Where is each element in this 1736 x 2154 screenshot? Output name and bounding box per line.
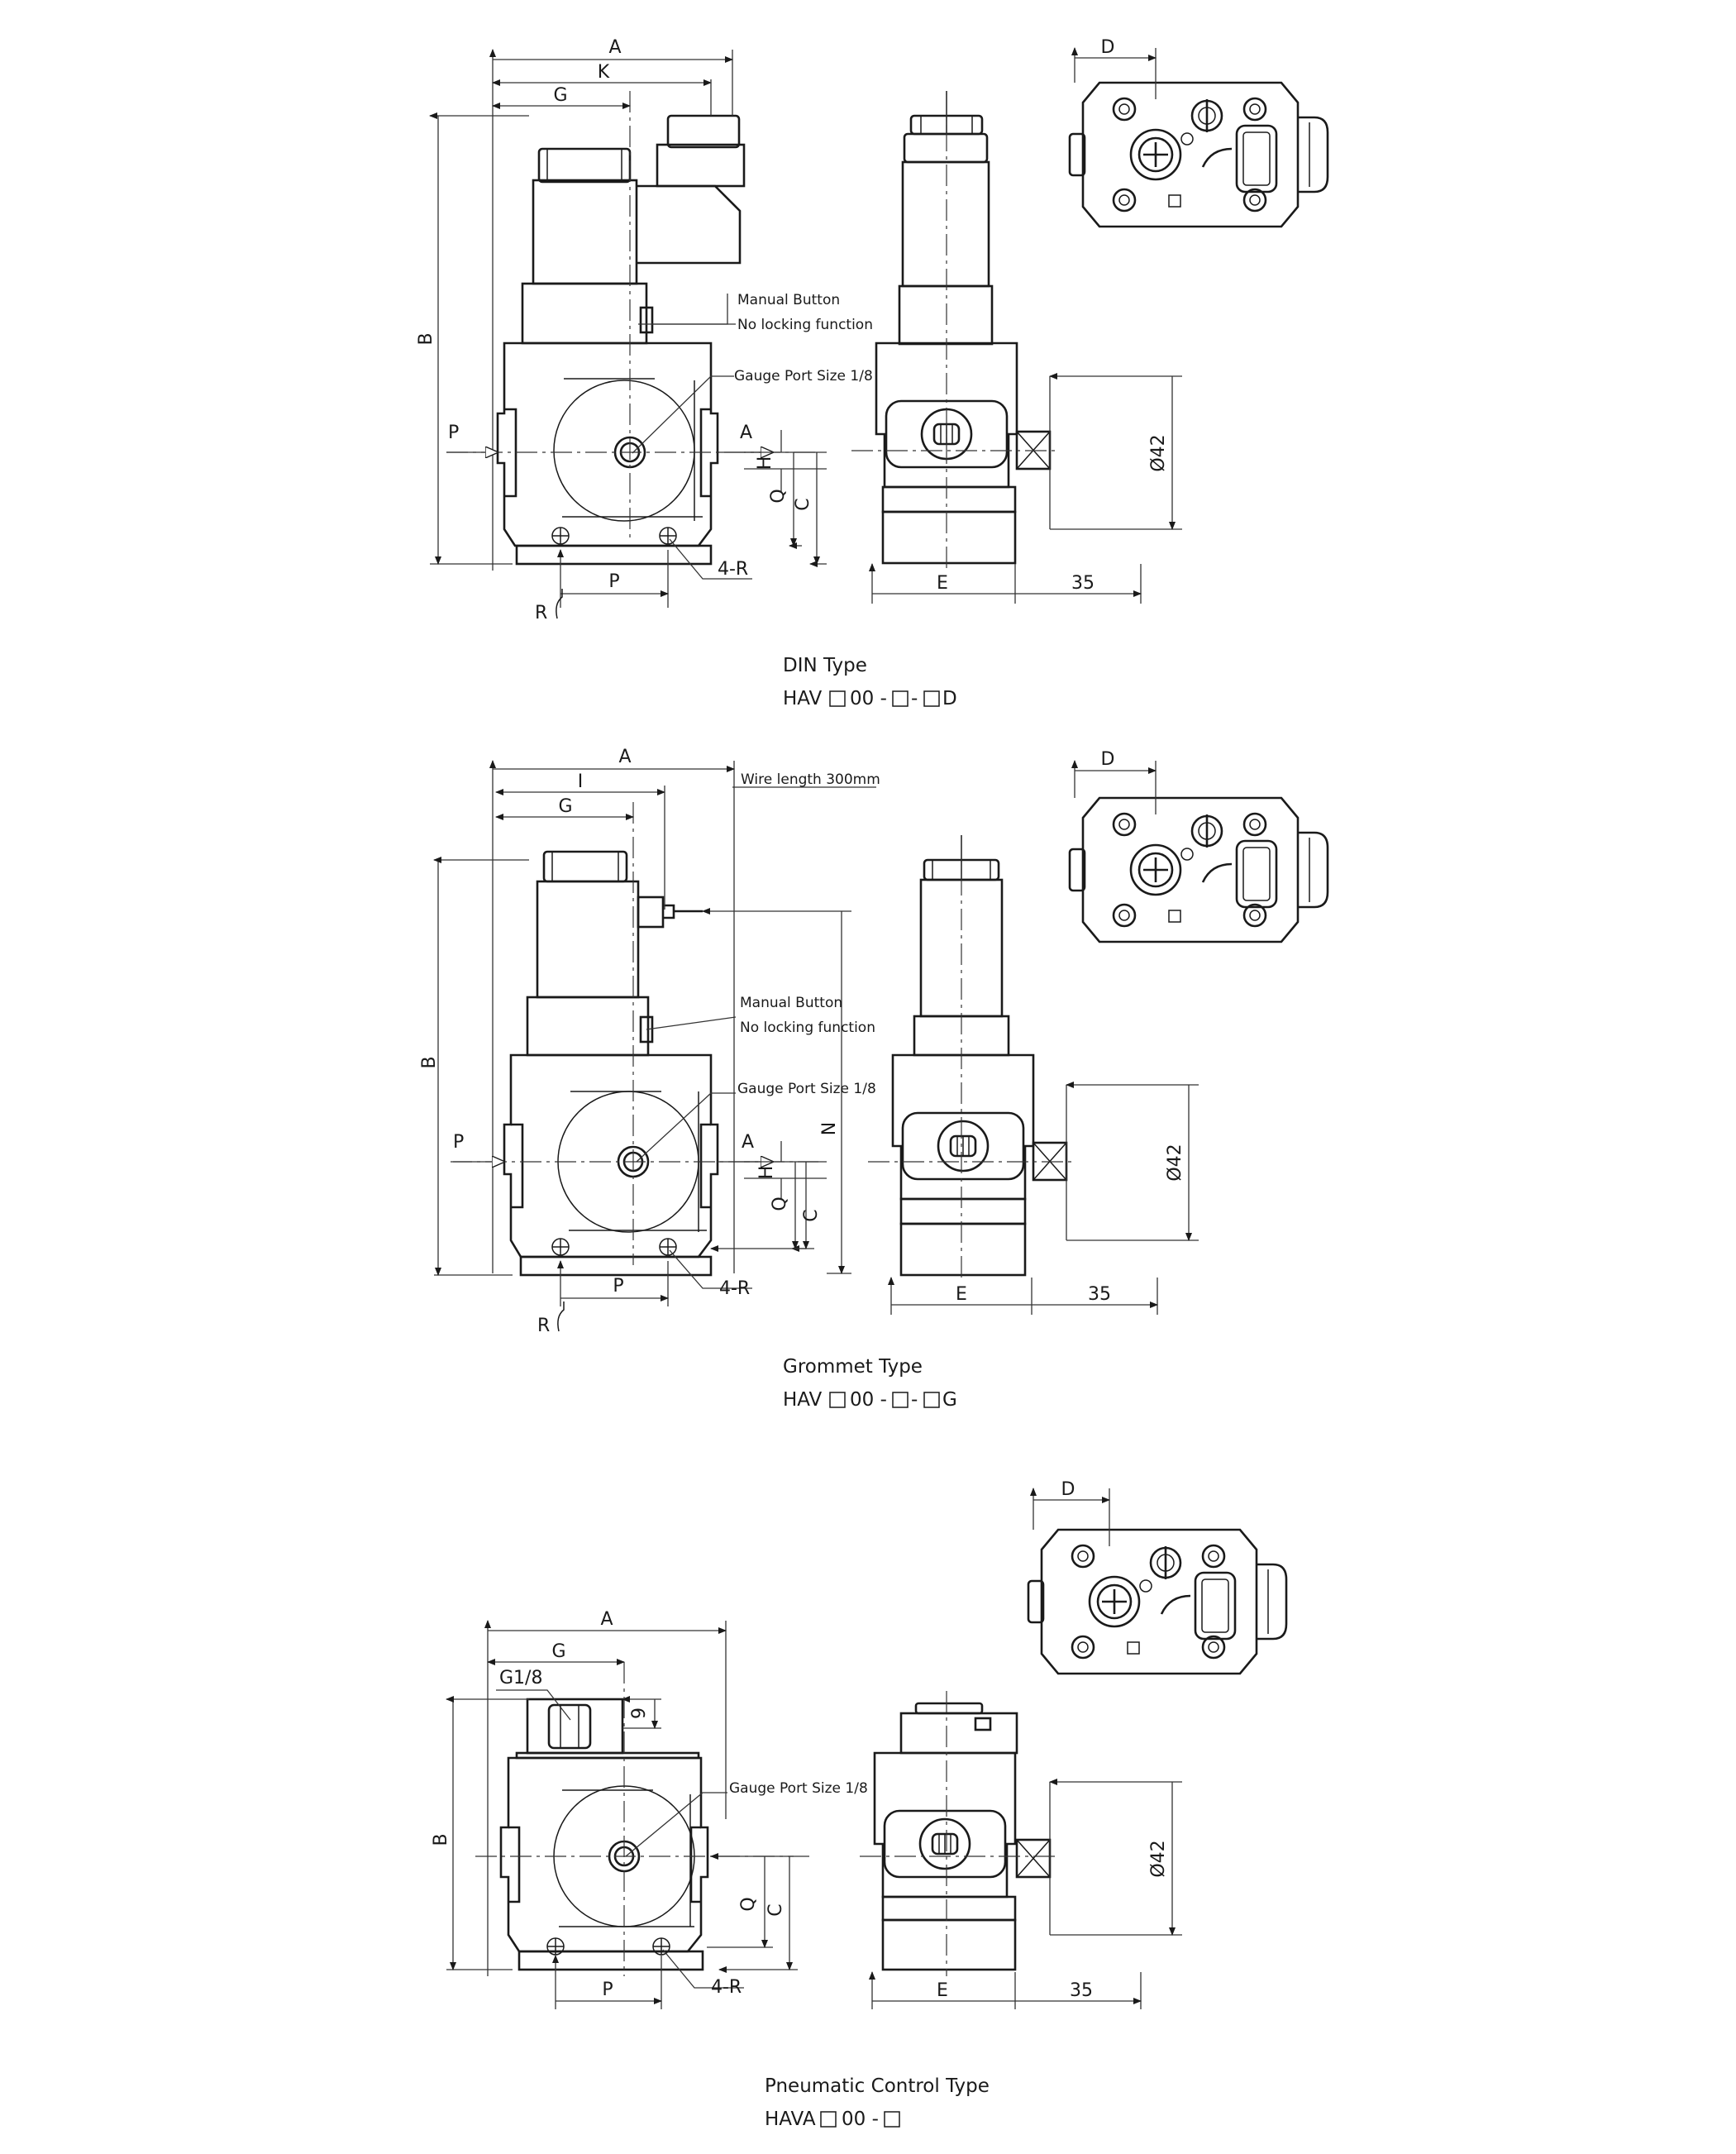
dim-i-label: I	[578, 771, 584, 792]
dim-h-label: H	[755, 456, 775, 470]
dim-d-label: D	[1101, 749, 1115, 770]
svg-text:HAV: HAV	[783, 1389, 823, 1411]
grommet-type-drawing: A I G B N Wire length 300mm P 4-R R P A …	[419, 747, 1329, 1411]
pneumatic-type-drawing: A G G1/8 9 B P 4-R Q C Gauge Port Size 1…	[431, 1479, 1288, 2130]
dim-e-label: E	[937, 1980, 948, 2001]
grommet-top-view: D	[1070, 749, 1329, 943]
svg-text:00 -: 00 -	[850, 1389, 887, 1411]
grommet-front-view	[451, 802, 818, 1277]
din-front-view	[446, 91, 818, 566]
pneumatic-dimensions: A G G1/8 9 B P 4-R Q C	[431, 1609, 798, 2009]
dim-g-label: G	[558, 796, 572, 817]
flow-p-label: P	[453, 1132, 464, 1153]
dim-p-bottom-label: P	[608, 571, 619, 592]
dim-g18-label: G1/8	[499, 1668, 542, 1688]
dim-r-label: R	[535, 603, 547, 623]
flow-a-label: A	[740, 423, 752, 443]
dim-a-label: A	[618, 747, 631, 767]
dim-35-label: 35	[1070, 1980, 1093, 2001]
din-type-drawing: A K G B P 4-R R P A H Q C	[416, 37, 1329, 709]
din-top-view: D	[1070, 37, 1329, 228]
dim-9-label: 9	[629, 1707, 650, 1719]
dim-b-label: B	[431, 1833, 451, 1846]
pneumatic-front-view	[475, 1662, 814, 1976]
gauge-port-note: Gauge Port Size 1/8	[729, 1780, 868, 1797]
svg-text:00 -: 00 -	[850, 688, 887, 709]
dim-p-bottom-label: P	[613, 1276, 623, 1297]
flow-a-label: A	[742, 1132, 754, 1153]
pneumatic-top-view: D	[1028, 1479, 1288, 1675]
dim-dia42-label: Ø42	[1148, 1840, 1169, 1877]
grommet-side-view: E 35 Ø42	[868, 835, 1199, 1315]
dim-dia42-label: Ø42	[1165, 1144, 1185, 1181]
dim-k-label: K	[598, 62, 610, 83]
pneumatic-model-code: HAVA 00 -	[765, 2109, 900, 2130]
no-locking-note: No locking function	[740, 1020, 875, 1036]
gauge-port-note: Gauge Port Size 1/8	[737, 1081, 876, 1097]
gauge-port-note: Gauge Port Size 1/8	[734, 368, 873, 384]
dim-g-label: G	[553, 85, 567, 106]
din-model-code: HAV 00 - - D	[783, 688, 957, 709]
dim-a-label: A	[600, 1609, 613, 1630]
dim-d-label: D	[1061, 1479, 1075, 1500]
flow-p-label: P	[448, 423, 459, 443]
dim-q-label: Q	[770, 1196, 790, 1211]
grommet-dimensions: A I G B N Wire length 300mm P 4-R R P A …	[419, 747, 880, 1336]
dim-e-label: E	[937, 573, 948, 594]
dim-d-label: D	[1101, 37, 1115, 58]
svg-text:-: -	[911, 1389, 918, 1411]
pneumatic-side-view: E 35 Ø42	[860, 1691, 1182, 2009]
pneumatic-type-title: Pneumatic Control Type	[765, 2075, 990, 2097]
svg-text:HAV: HAV	[783, 688, 823, 709]
din-type-title: DIN Type	[783, 655, 867, 676]
dim-b-label: B	[416, 332, 436, 345]
grommet-type-title: Grommet Type	[783, 1356, 923, 1378]
dim-a-label: A	[608, 37, 621, 58]
din-dimensions: A K G B P 4-R R P A H Q C	[416, 37, 827, 623]
dim-q-label: Q	[738, 1897, 759, 1911]
svg-text:00 -: 00 -	[842, 2109, 879, 2130]
dim-35-label: 35	[1088, 1284, 1111, 1305]
wire-length-note: Wire length 300mm	[741, 771, 880, 788]
dim-c-label: C	[793, 498, 813, 510]
dim-e-label: E	[956, 1284, 967, 1305]
manual-button-note: Manual Button	[737, 292, 840, 308]
dim-4r-label: 4-R	[718, 559, 748, 580]
svg-text:G: G	[942, 1389, 957, 1411]
dim-n-label: N	[819, 1122, 840, 1135]
dim-q-label: Q	[768, 489, 789, 503]
dim-b-label: B	[419, 1056, 440, 1068]
svg-text:HAVA: HAVA	[765, 2109, 816, 2130]
dim-c-label: C	[801, 1209, 822, 1221]
din-side-view: E 35 Ø42	[851, 91, 1182, 604]
dim-35-label: 35	[1071, 573, 1095, 594]
dim-h-label: H	[756, 1166, 777, 1180]
dim-p-bottom-label: P	[602, 1980, 613, 2000]
grommet-model-code: HAV 00 - - G	[783, 1389, 957, 1411]
no-locking-note: No locking function	[737, 317, 873, 333]
dim-g-label: G	[551, 1641, 565, 1662]
dim-dia42-label: Ø42	[1148, 434, 1169, 471]
dim-4r-label: 4-R	[711, 1977, 742, 1998]
dim-c-label: C	[765, 1903, 786, 1916]
svg-text:D: D	[942, 688, 957, 709]
dim-4r-label: 4-R	[719, 1278, 750, 1299]
svg-text:-: -	[911, 688, 918, 709]
dim-r-label: R	[537, 1316, 550, 1336]
manual-button-note: Manual Button	[740, 995, 842, 1011]
